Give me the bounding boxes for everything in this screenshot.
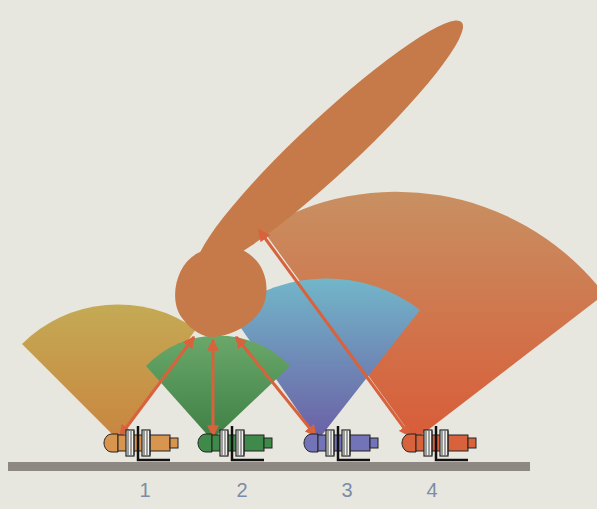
proximity-sensor — [304, 426, 378, 460]
proximity-sensor — [198, 426, 272, 460]
detection-zone — [146, 335, 290, 440]
target-object — [175, 2, 481, 337]
proximity-sensor — [104, 426, 178, 460]
proximity-sensor — [402, 426, 476, 460]
mounting-rail — [8, 462, 530, 471]
callout-number: 4 — [426, 480, 437, 500]
callout-number: 1 — [139, 480, 150, 500]
callout-number: 3 — [341, 480, 352, 500]
distance-arrows — [120, 230, 410, 436]
callout-number: 2 — [236, 480, 247, 500]
